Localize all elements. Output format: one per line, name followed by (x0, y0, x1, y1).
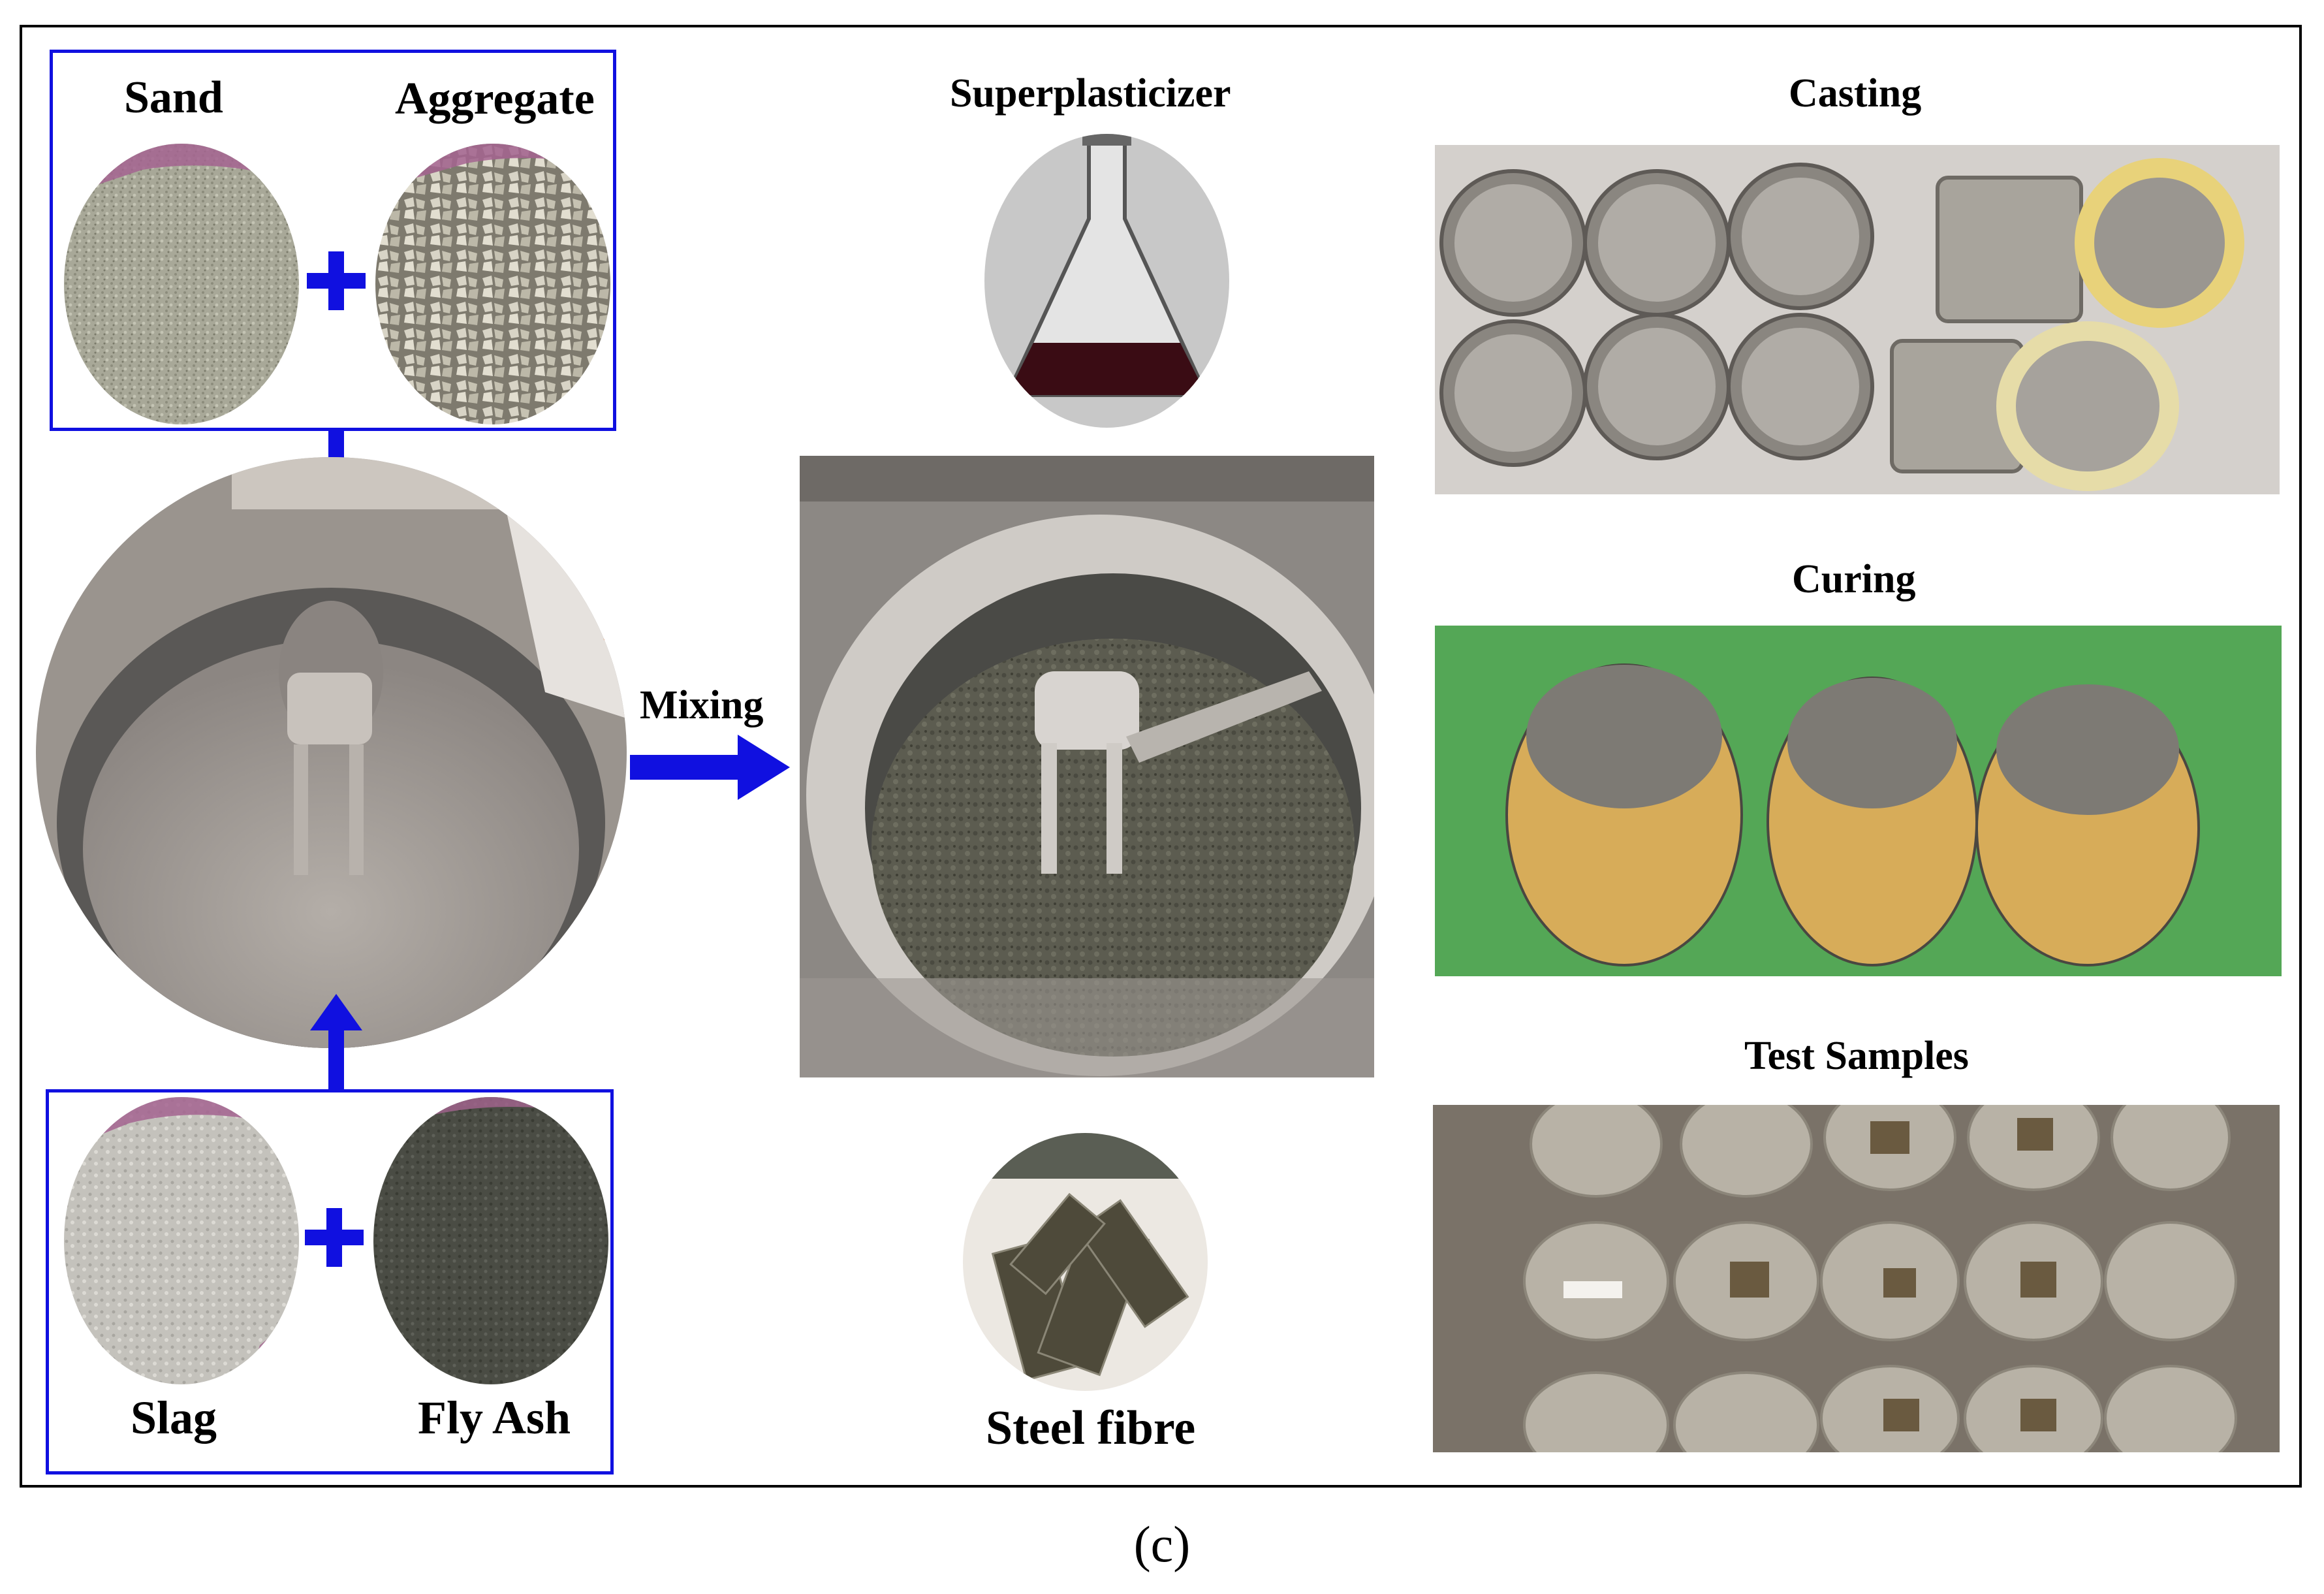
arrow-right-icon (630, 731, 793, 803)
slag-photo (64, 1097, 299, 1384)
curing-photo (1435, 626, 2282, 976)
fly-ash-photo (373, 1097, 608, 1384)
casting-photo (1435, 145, 2280, 494)
aggregate-photo (375, 144, 610, 424)
figure-caption: (c) (1133, 1516, 1191, 1572)
test-samples-label: Test Samples (1744, 1034, 1969, 1078)
curing-label: Curing (1792, 557, 1916, 601)
sand-label: Sand (124, 72, 223, 123)
slag-label: Slag (131, 1392, 217, 1444)
test-samples-photo (1433, 1105, 2280, 1452)
figure-frame (20, 25, 2302, 1488)
casting-label: Casting (1789, 71, 1922, 116)
fly-ash-label: Fly Ash (418, 1392, 571, 1444)
aggregate-label: Aggregate (395, 74, 595, 124)
slag-flyash-box (46, 1089, 614, 1474)
mixer-photo (36, 457, 627, 1048)
mixing-label: Mixing (640, 683, 764, 727)
steel-fibre-photo (963, 1133, 1208, 1391)
sand-aggregate-box (50, 50, 616, 431)
mixer-closeup-photo (800, 456, 1374, 1077)
plus-icon (304, 248, 369, 313)
steel-fibre-label: Steel fibre (986, 1401, 1196, 1455)
superplasticizer-label: Superplasticizer (950, 71, 1231, 116)
plus-icon (302, 1205, 367, 1270)
superplasticizer-photo (984, 134, 1229, 428)
arrow-up-icon (307, 993, 366, 1091)
sand-photo (64, 144, 299, 424)
